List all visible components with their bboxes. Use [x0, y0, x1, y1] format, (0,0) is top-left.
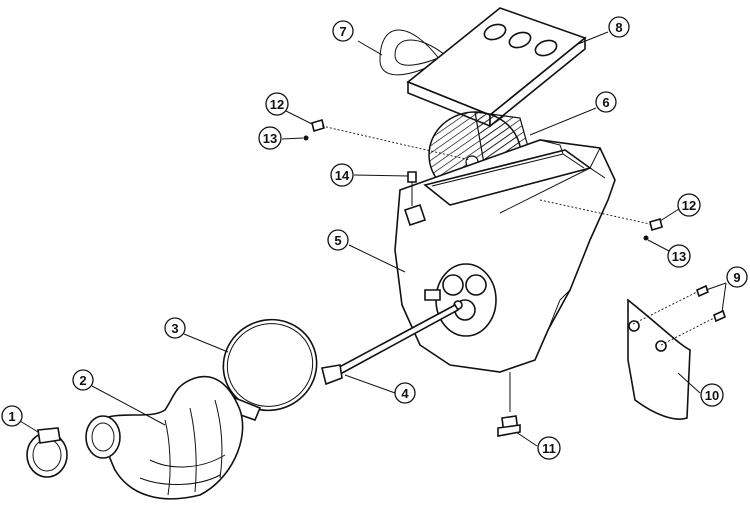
screw-part-right	[539, 199, 663, 232]
callout-6-label: 6	[602, 95, 609, 110]
callout-2-label: 2	[79, 373, 86, 388]
callout-9-label: 9	[733, 270, 740, 285]
leader-lines	[19, 31, 727, 447]
nut-part-right	[643, 235, 649, 241]
rod-part	[321, 303, 460, 386]
side-panel-part	[627, 298, 691, 420]
bolts-part	[632, 284, 726, 346]
callout-7: 7	[332, 20, 354, 42]
intake-elbow-part	[85, 375, 244, 500]
top-pad-part	[406, 7, 587, 128]
callout-6: 6	[595, 91, 617, 113]
callout-11: 11	[537, 436, 561, 460]
callout-12-left: 12	[265, 92, 289, 116]
callout-2: 2	[72, 369, 94, 391]
pin-part	[407, 171, 417, 206]
callout-7-label: 7	[339, 24, 346, 39]
airbox-housing-part	[394, 139, 616, 412]
nut-part-left	[303, 135, 309, 141]
callout-14: 14	[330, 163, 354, 187]
callout-12-right-label: 12	[682, 198, 696, 213]
callout-9: 9	[726, 266, 748, 288]
callout-12-left-label: 12	[270, 97, 284, 112]
callout-4-label: 4	[401, 386, 409, 401]
callout-1: 1	[1, 405, 23, 427]
callout-13-left-label: 13	[263, 131, 277, 146]
callout-8-label: 8	[615, 20, 622, 35]
callout-3: 3	[164, 317, 186, 339]
callout-13-left: 13	[258, 126, 282, 150]
fitting-part	[497, 415, 521, 437]
callout-8: 8	[608, 16, 630, 38]
callout-1-label: 1	[8, 409, 15, 424]
callout-12-right: 12	[677, 193, 701, 217]
callout-10-label: 10	[705, 388, 719, 403]
callout-11-label: 11	[542, 441, 556, 456]
callout-13-right-label: 13	[672, 249, 686, 264]
callout-4: 4	[394, 382, 416, 404]
loop-strap-part	[379, 29, 456, 76]
callout-3-label: 3	[171, 321, 178, 336]
hose-clamp-part	[26, 427, 68, 478]
callout-13-right: 13	[667, 244, 691, 268]
callout-5: 5	[327, 229, 349, 251]
callout-10: 10	[700, 383, 724, 407]
callout-14-label: 14	[335, 168, 350, 183]
screw-part-left	[311, 118, 471, 161]
callout-5-label: 5	[334, 233, 341, 248]
